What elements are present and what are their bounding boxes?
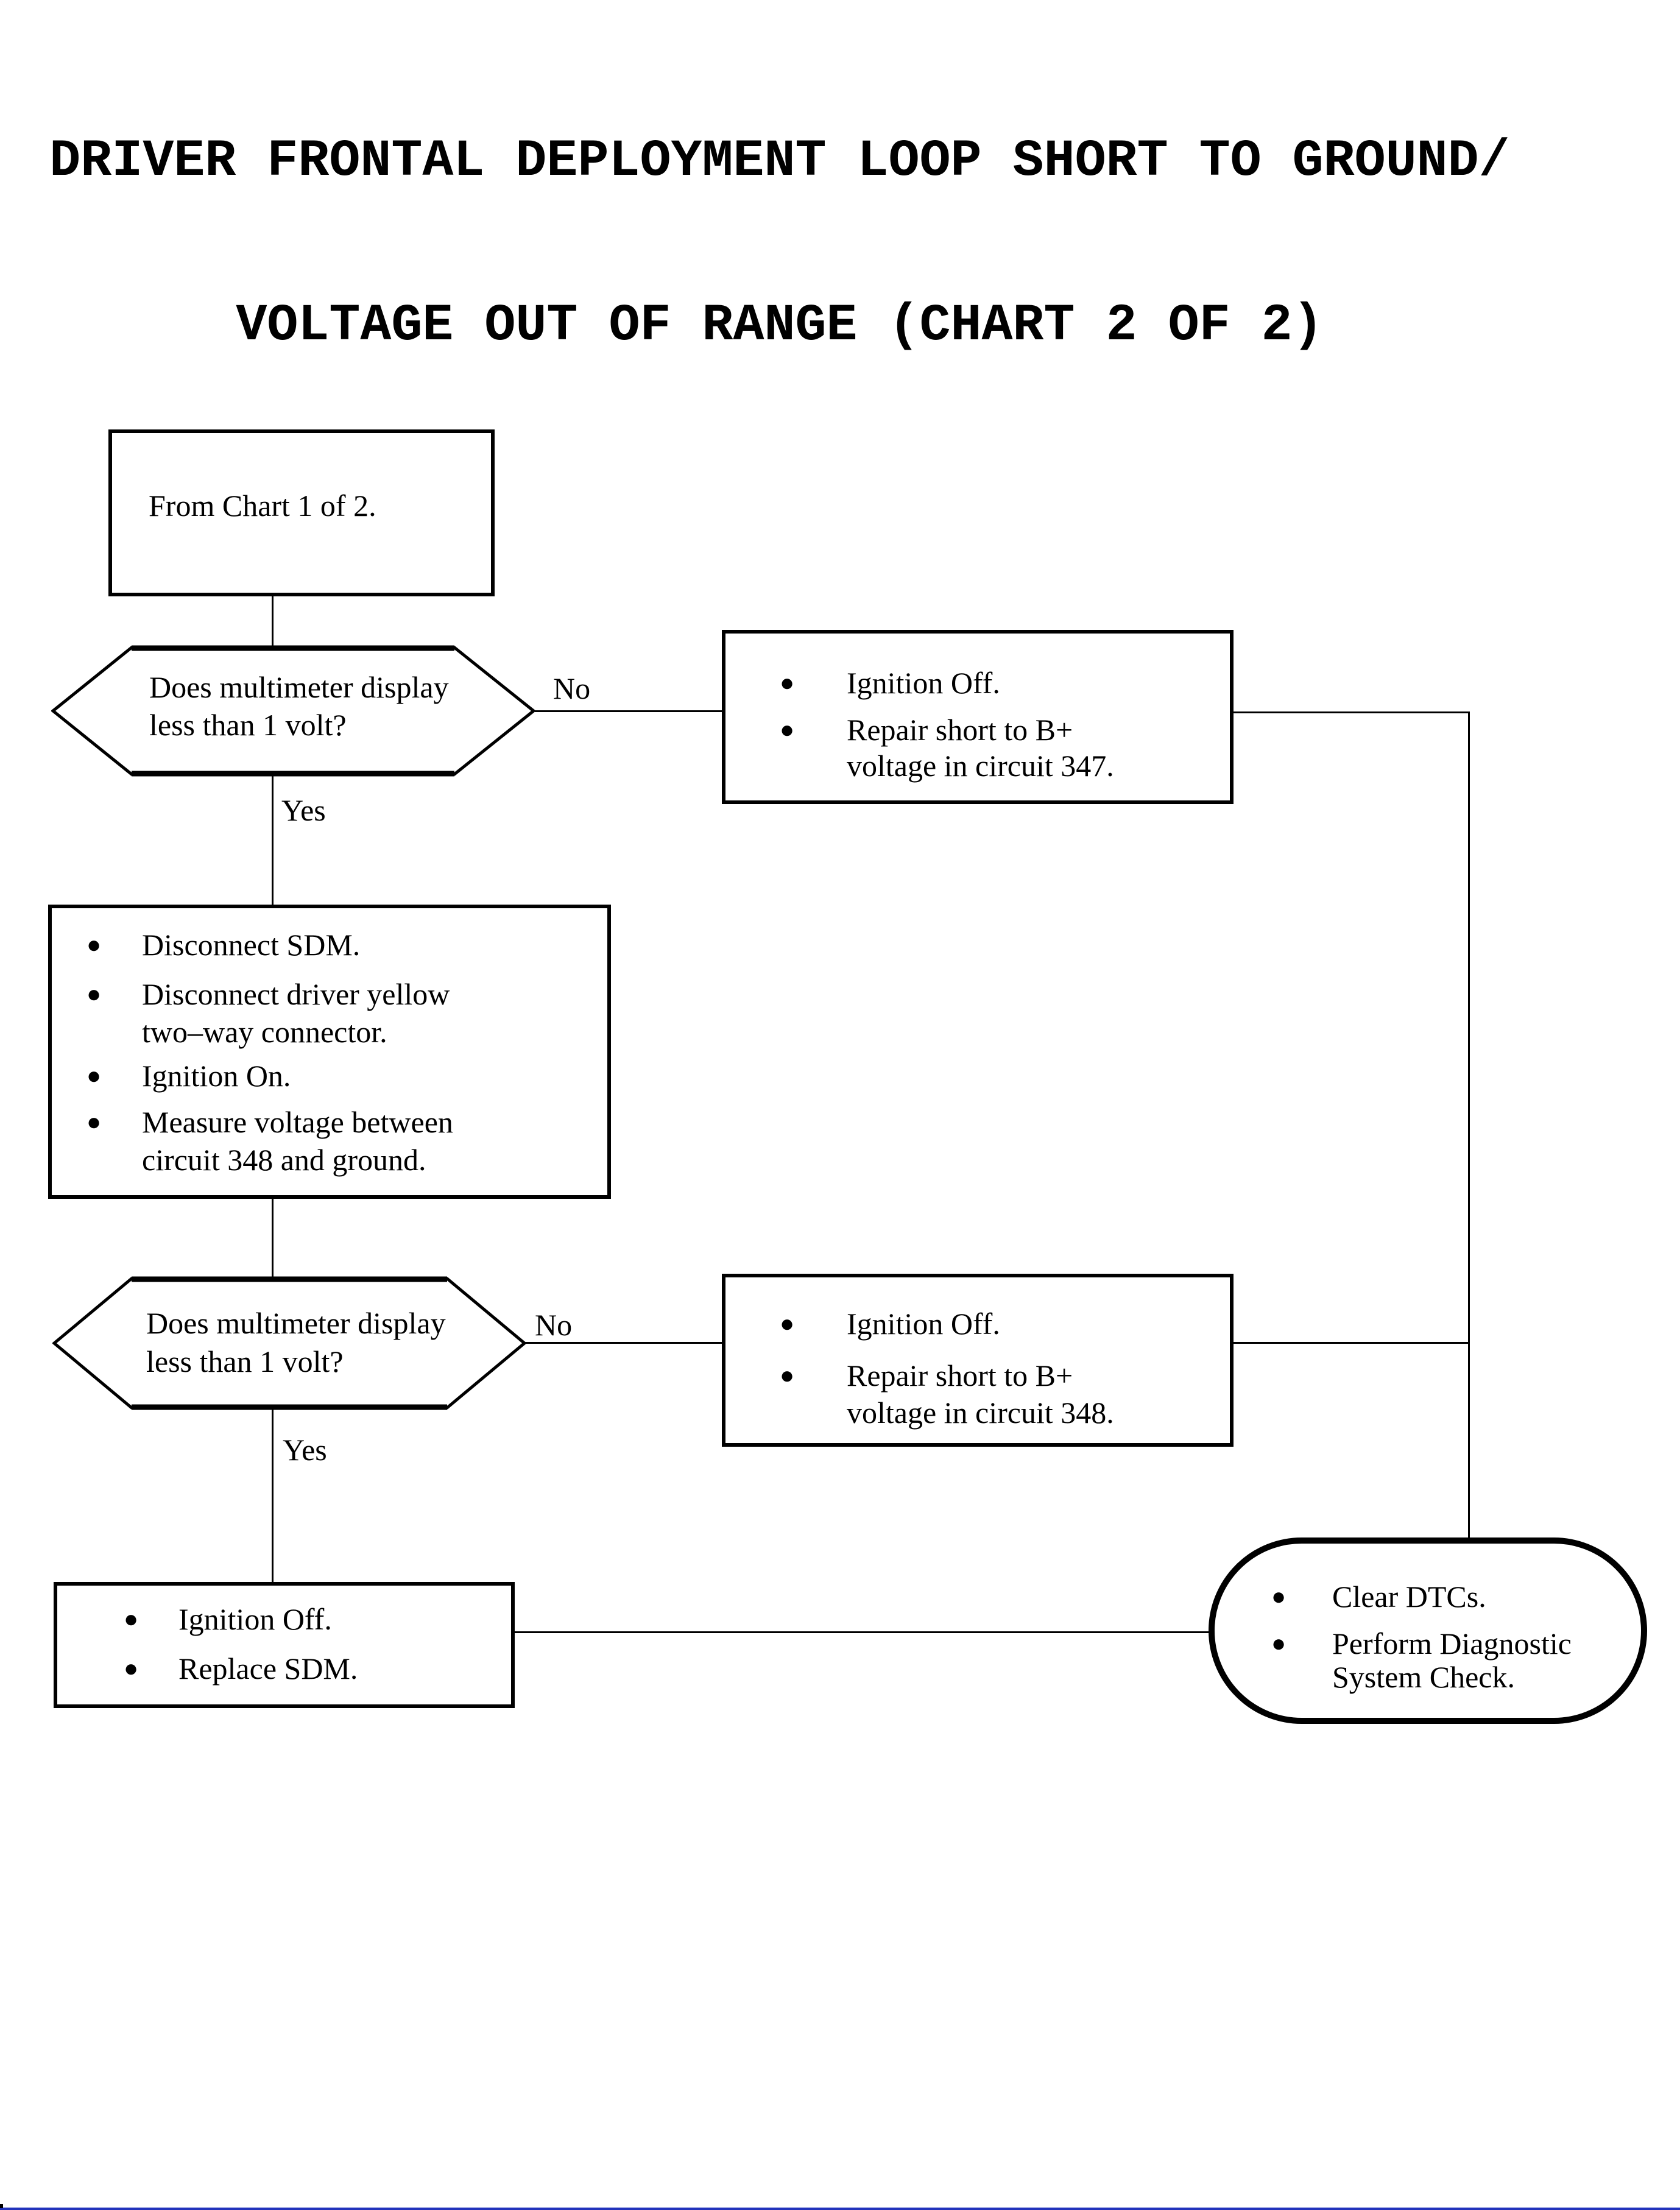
list-item: ● Ignition Off.	[780, 665, 1000, 701]
bullet-icon: ●	[1271, 1629, 1286, 1657]
list-item: System Check.	[1271, 1659, 1515, 1695]
list-item: ● Repair short to B+	[780, 711, 1073, 748]
list-item: ● Repair short to B+	[780, 1357, 1073, 1394]
decision1-yes-label: Yes	[281, 793, 326, 827]
decision2-text-line1: Does multimeter display	[146, 1306, 446, 1340]
repair-348-box: ● Ignition Off. ● Repair short to B+ volta…	[722, 1274, 1234, 1447]
list-item: voltage in circuit 348.	[780, 1394, 1114, 1431]
repair-347-box: ● Ignition Off. ● Repair short to B+ volta…	[722, 630, 1234, 804]
bullet-icon: ●	[86, 980, 102, 1008]
bullet-icon: ●	[780, 1361, 795, 1389]
list-item: ● Perform Diagnostic	[1271, 1625, 1572, 1662]
list-item: ● Ignition On.	[86, 1057, 291, 1094]
page-title: DRIVER FRONTAL DEPLOYMENT LOOP SHORT TO …	[0, 24, 1559, 463]
page-title-line2: VOLTAGE OUT OF RANGE (CHART 2 OF 2)	[236, 296, 1324, 355]
list-item-text: Measure voltage between	[142, 1105, 453, 1139]
list-item: ● Ignition Off.	[780, 1305, 1000, 1342]
bullet-icon: ●	[86, 1062, 102, 1089]
bullet-icon: ●	[780, 716, 795, 743]
bullet-icon: ●	[86, 1108, 102, 1135]
connector-right-vertical	[1468, 711, 1470, 1540]
decision1-no-label: No	[553, 671, 591, 705]
decision2-yes-label: Yes	[283, 1433, 327, 1467]
list-item-text: Replace SDM.	[178, 1651, 358, 1686]
list-item-text: Clear DTCs.	[1332, 1580, 1486, 1614]
connector-fromchart-to-decision1	[272, 595, 274, 649]
connector-replacesdm-to-final	[512, 1631, 1212, 1633]
connector-instructions-to-decision2	[272, 1196, 274, 1279]
list-item-text: Repair short to B+	[847, 1358, 1073, 1393]
final-stadium-node: ● Clear DTCs. ● Perform Diagnostic System …	[1209, 1537, 1647, 1724]
bottom-corner-dot	[0, 2204, 3, 2208]
list-item-text: Disconnect SDM.	[142, 928, 361, 962]
connector-decision1-yes	[272, 774, 274, 908]
bullet-icon: ●	[86, 931, 102, 958]
decision1-text-line2: less than 1 volt?	[149, 708, 347, 742]
page-title-line1: DRIVER FRONTAL DEPLOYMENT LOOP SHORT TO …	[49, 132, 1510, 191]
list-item: ● Disconnect SDM.	[86, 927, 360, 963]
decision1-hexagon	[51, 645, 537, 777]
decision2-no-label: No	[535, 1308, 573, 1342]
instructions-box: ● Disconnect SDM. ● Disconnect driver yell…	[48, 905, 611, 1199]
list-item-text: two–way connector.	[142, 1015, 387, 1049]
list-item-text: Ignition Off.	[847, 666, 1000, 700]
replace-sdm-box: ● Ignition Off. ● Replace SDM.	[54, 1582, 515, 1708]
list-item-text: System Check.	[1332, 1660, 1515, 1694]
bullet-icon: ●	[780, 669, 795, 696]
list-item: circuit 348 and ground.	[86, 1142, 426, 1178]
list-item: two–way connector.	[86, 1014, 387, 1050]
list-item: ● Ignition Off.	[124, 1601, 332, 1637]
list-item-text: circuit 348 and ground.	[142, 1143, 426, 1177]
list-item: ● Disconnect driver yellow	[86, 976, 450, 1012]
list-item: ● Replace SDM.	[124, 1650, 358, 1687]
list-item: voltage in circuit 347.	[780, 747, 1114, 784]
list-item-text: voltage in circuit 347.	[847, 749, 1114, 783]
bullet-icon: ●	[780, 1310, 795, 1337]
decision2-text-line2: less than 1 volt?	[146, 1344, 344, 1379]
list-item-text: Perform Diagnostic	[1332, 1626, 1572, 1661]
connector-repair347-right	[1232, 711, 1470, 713]
connector-repair348-right	[1232, 1342, 1470, 1344]
list-item-text: Ignition Off.	[847, 1307, 1000, 1341]
list-item-text: voltage in circuit 348.	[847, 1396, 1114, 1430]
bottom-edge-mark	[0, 2208, 1680, 2210]
decision2-hexagon	[52, 1276, 527, 1410]
list-item-text: Ignition On.	[142, 1059, 291, 1093]
bullet-icon: ●	[124, 1605, 139, 1633]
decision1-text-line1: Does multimeter display	[149, 670, 449, 704]
bullet-icon: ●	[124, 1654, 139, 1682]
connector-decision2-yes	[272, 1408, 274, 1585]
connector-decision1-no	[535, 710, 724, 712]
from-chart-box: From Chart 1 of 2.	[108, 429, 495, 596]
bullet-icon: ●	[1271, 1583, 1286, 1610]
list-item-text: Disconnect driver yellow	[142, 977, 450, 1011]
list-item: ● Clear DTCs.	[1271, 1578, 1486, 1615]
from-chart-text: From Chart 1 of 2.	[149, 489, 376, 523]
list-item: ● Measure voltage between	[86, 1104, 453, 1140]
list-item-text: Repair short to B+	[847, 713, 1073, 747]
connector-decision2-no	[520, 1342, 724, 1344]
list-item-text: Ignition Off.	[178, 1602, 332, 1636]
